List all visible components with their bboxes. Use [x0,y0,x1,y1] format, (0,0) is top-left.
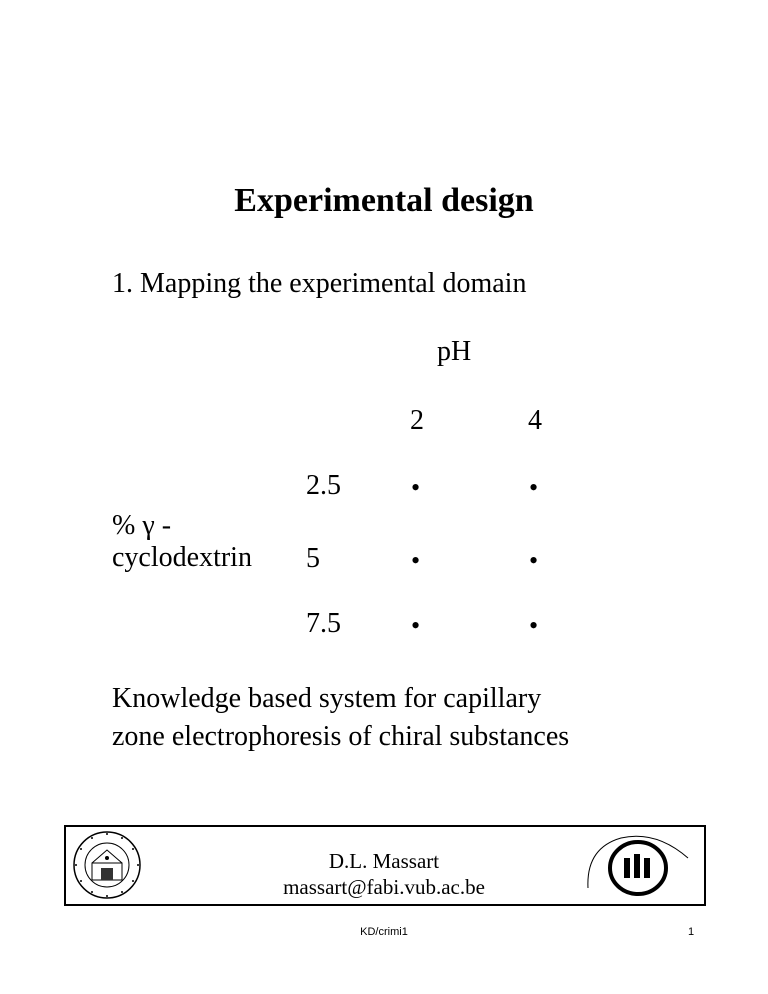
section-heading: 1. Mapping the experimental domain [112,268,527,299]
row-factor-line: cyclodextrin [112,542,252,573]
row-factor-line: % γ - [112,510,172,541]
description-line: Knowledge based system for capillary [112,683,542,714]
page-title: Experimental design [234,182,534,219]
author-email: massart@fabi.vub.ac.be [283,875,485,899]
footer-box [64,825,706,906]
row-level: 5 [306,543,320,574]
design-point: • [529,546,539,575]
column-level: 2 [410,405,424,436]
row-level: 2.5 [306,470,341,501]
description-text: Knowledge based system for capillary zon… [112,680,569,756]
document-code: KD/crimi1 [360,926,408,938]
design-point: • [529,473,539,502]
row-level: 7.5 [306,608,341,639]
design-point: • [411,546,421,575]
chemoac-logo [587,835,689,896]
design-point: • [529,611,539,640]
design-point: • [411,611,421,640]
description-line: zone electrophoresis of chiral substance… [112,721,570,752]
design-point: • [411,473,421,502]
column-factor-label: pH [437,336,472,367]
author-name: D.L. Massart [328,849,440,873]
row-factor-label: % γ - cyclodextrin [112,510,252,574]
author-block: D.L. Massart massart@fabi.vub.ac.be [0,848,768,900]
university-seal-logo [73,831,141,899]
column-level: 4 [528,405,542,436]
page-number: 1 [688,926,695,938]
